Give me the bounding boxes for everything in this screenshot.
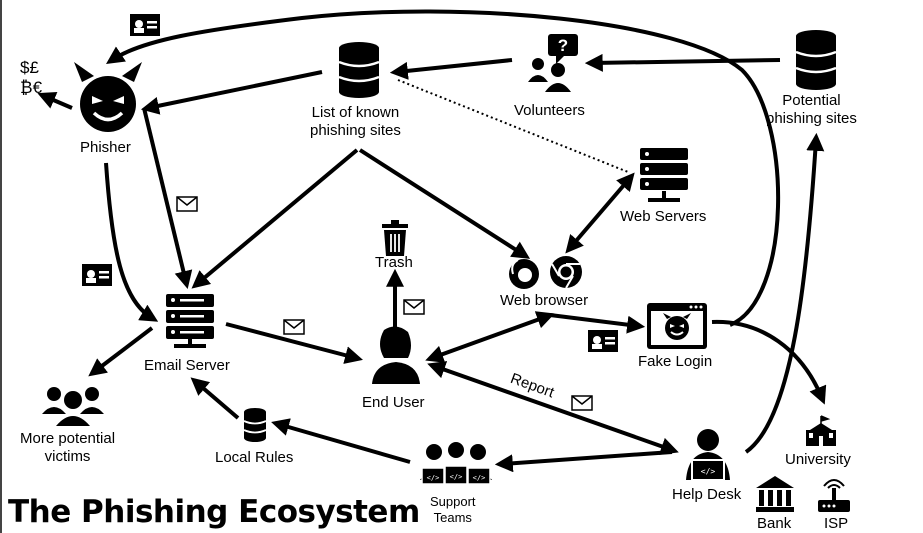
- database-icon: [338, 42, 380, 98]
- label-end-user: End User: [362, 394, 425, 411]
- arrow-list-to-email: [191, 148, 359, 289]
- envelope-icon: [403, 299, 425, 315]
- arrow-to-phisher-top: [106, 9, 780, 327]
- label-isp: ISP: [824, 515, 849, 532]
- label-phisher: Phisher: [80, 139, 131, 156]
- arrow-email-to-user: [225, 322, 363, 364]
- label-potential-sites-line1: Potential: [782, 92, 841, 109]
- label-volunteers: Volunteers: [514, 102, 585, 119]
- arrow-user-browser: [425, 311, 555, 363]
- id-card-icon: [130, 14, 160, 36]
- label-web-servers: Web Servers: [620, 208, 707, 225]
- svg-text:</>: </>: [701, 467, 716, 476]
- label-more-victims: More potential victims: [20, 430, 115, 466]
- volunteers-icon: ?: [528, 34, 578, 92]
- label-potential-sites: Potential phishing sites: [766, 92, 857, 128]
- label-local-rules: Local Rules: [215, 449, 294, 466]
- svg-text:</>: </>: [473, 474, 486, 482]
- fake-login-window-icon: [647, 303, 707, 349]
- svg-text:</>: </>: [427, 474, 440, 482]
- arrow-phisher-to-money: [37, 91, 73, 110]
- firefox-icon: [509, 259, 539, 289]
- label-more-victims-line1: More potential: [20, 430, 116, 447]
- arrow-browser-to-login: [549, 313, 646, 334]
- arrow-user-helpdesk: [427, 361, 679, 455]
- help-desk-icon: </>: [686, 429, 730, 481]
- arrow-helpdesk-to-support: [494, 450, 673, 473]
- university-icon: [806, 415, 836, 446]
- user-icon: [372, 326, 420, 384]
- arrow-login-to-university: [711, 319, 827, 405]
- arrow-rules-to-email: [190, 377, 240, 420]
- label-support-teams-line2: Teams: [433, 510, 472, 525]
- support-team-icon: </> </> </>: [420, 442, 492, 485]
- arrow-volunteers-to-list: [389, 58, 513, 80]
- label-support-teams: Support Teams: [430, 494, 476, 526]
- id-card-icon: [588, 330, 618, 352]
- label-trash: Trash: [375, 254, 413, 271]
- database-icon: [795, 30, 837, 90]
- label-potential-sites-line2: phishing sites: [766, 110, 857, 127]
- label-web-browser: Web browser: [500, 292, 589, 309]
- label-known-sites-line2: phishing sites: [310, 122, 401, 139]
- svg-text:</>: </>: [450, 473, 463, 481]
- currency-line-1: $£: [20, 58, 39, 77]
- envelope-icon: [571, 395, 593, 411]
- group-icon: [42, 387, 104, 426]
- label-support-teams-line1: Support: [430, 494, 476, 509]
- arrow-list-to-browser: [358, 148, 531, 259]
- label-known-sites: List of known phishing sites: [310, 104, 401, 140]
- currency-line-2: ₿€: [20, 78, 43, 97]
- label-email-server: Email Server: [144, 357, 230, 374]
- label-known-sites-line1: List of known: [311, 104, 400, 121]
- arrow-support-to-rules: [271, 418, 411, 464]
- arrow-potential-to-volunteers: [584, 53, 781, 72]
- arrow-phisher-to-email: [142, 107, 193, 289]
- label-university: University: [785, 451, 851, 468]
- label-help-desk: Help Desk: [672, 486, 742, 503]
- arrow-email-to-victims: [88, 326, 154, 377]
- envelope-icon: [283, 319, 305, 335]
- chrome-icon: [550, 256, 582, 289]
- arrow-servers-browser: [565, 172, 635, 254]
- svg-text:?: ?: [558, 36, 568, 55]
- database-icon: [243, 408, 267, 442]
- label-bank: Bank: [757, 515, 792, 532]
- label-more-victims-line2: victims: [44, 448, 91, 465]
- id-card-icon: [82, 264, 112, 286]
- arrow-helpdesk-to-potential: [744, 132, 825, 454]
- server-icon: [166, 294, 214, 348]
- envelope-icon: [176, 196, 198, 212]
- label-fake-login: Fake Login: [638, 353, 713, 370]
- server-icon: [640, 148, 688, 202]
- bank-icon: [756, 476, 794, 512]
- arrow-list-to-phisher: [140, 70, 323, 115]
- dotted-list-to-servers: [397, 79, 629, 173]
- diagram-title: The Phishing Ecosystem: [8, 494, 420, 530]
- currency-symbols: $£ ₿€: [20, 58, 42, 98]
- trash-icon: [382, 220, 408, 256]
- router-icon: [818, 479, 850, 512]
- arrow-phisher-down: [104, 162, 159, 322]
- devil-icon: [74, 62, 142, 132]
